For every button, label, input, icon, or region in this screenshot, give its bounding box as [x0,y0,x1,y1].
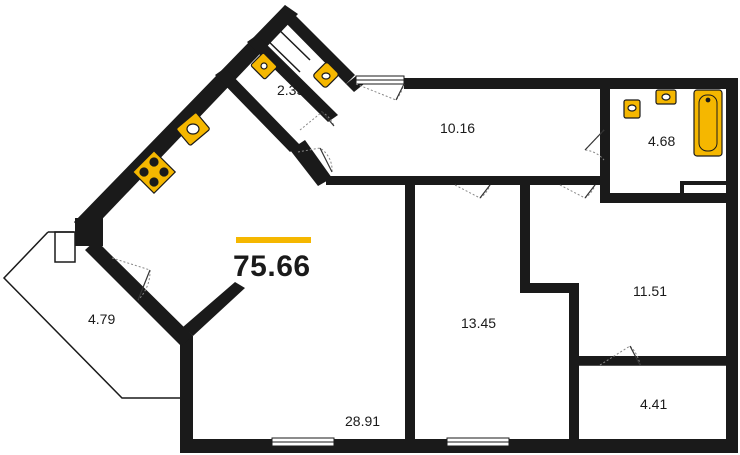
room-area-balcony-right: 4.41 [640,396,668,412]
door-right-balcony [599,345,641,366]
room-area-bathroom-small: 2.35 [277,82,305,98]
door-left-balcony [111,257,151,301]
walls [74,5,738,453]
bathtub-icon [693,89,723,157]
room-area-hallway: 10.16 [440,120,476,136]
stove-icon [131,149,177,195]
windows [271,75,510,447]
sink-icon [250,52,278,80]
room-area-bedroom-middle: 13.45 [461,315,497,331]
total-area-bar [236,237,311,243]
room-area-living-kitchen: 28.91 [345,413,381,429]
fixtures [131,52,723,195]
door-leaves [137,83,641,366]
thin-walls [2,22,726,399]
door-bath [583,129,605,161]
total-area: 75.66 [233,250,311,283]
sink-icon [176,112,210,146]
toilet-icon [623,99,641,119]
room-area-balcony-left: 4.79 [88,311,116,327]
toilet-icon [313,62,339,88]
room-area-bedroom-right: 11.51 [633,283,667,299]
room-area-bathroom: 4.68 [648,133,676,149]
sink-icon [655,89,677,105]
